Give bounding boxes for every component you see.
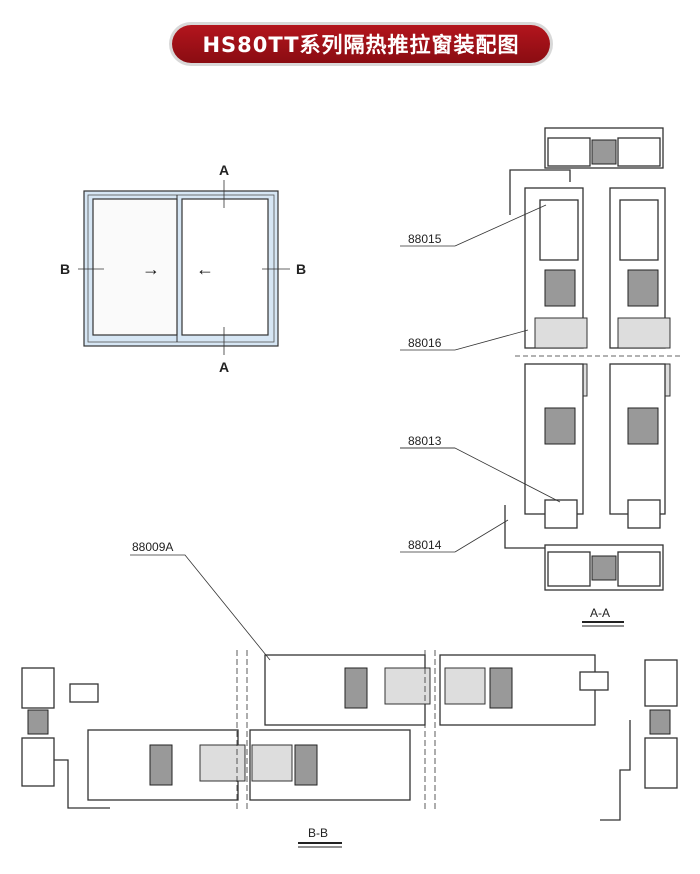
section-b-right-label: B <box>296 261 306 277</box>
arrow-right-icon: → <box>142 259 160 279</box>
part-label-88016: 88016 <box>408 336 442 350</box>
arrow-left-icon: ← <box>196 259 214 279</box>
section-bb-drawing: 88009A B-B <box>21 540 678 848</box>
page-title: HS80TT系列隔热推拉窗装配图 <box>172 25 550 63</box>
section-aa-drawing: 88015 88016 88013 88014 A-A <box>400 127 680 627</box>
part-label-88013: 88013 <box>408 434 442 448</box>
section-bb-label: B-B <box>308 826 328 840</box>
section-a-top-label: A <box>219 162 229 178</box>
section-a-bottom-label: A <box>219 359 229 375</box>
window-elevation: A A B B → ← <box>60 162 306 375</box>
section-aa-label: A-A <box>590 606 610 620</box>
part-label-88015: 88015 <box>408 232 442 246</box>
part-label-88009a: 88009A <box>132 540 173 554</box>
part-label-88014: 88014 <box>408 538 442 552</box>
section-b-left-label: B <box>60 261 70 277</box>
